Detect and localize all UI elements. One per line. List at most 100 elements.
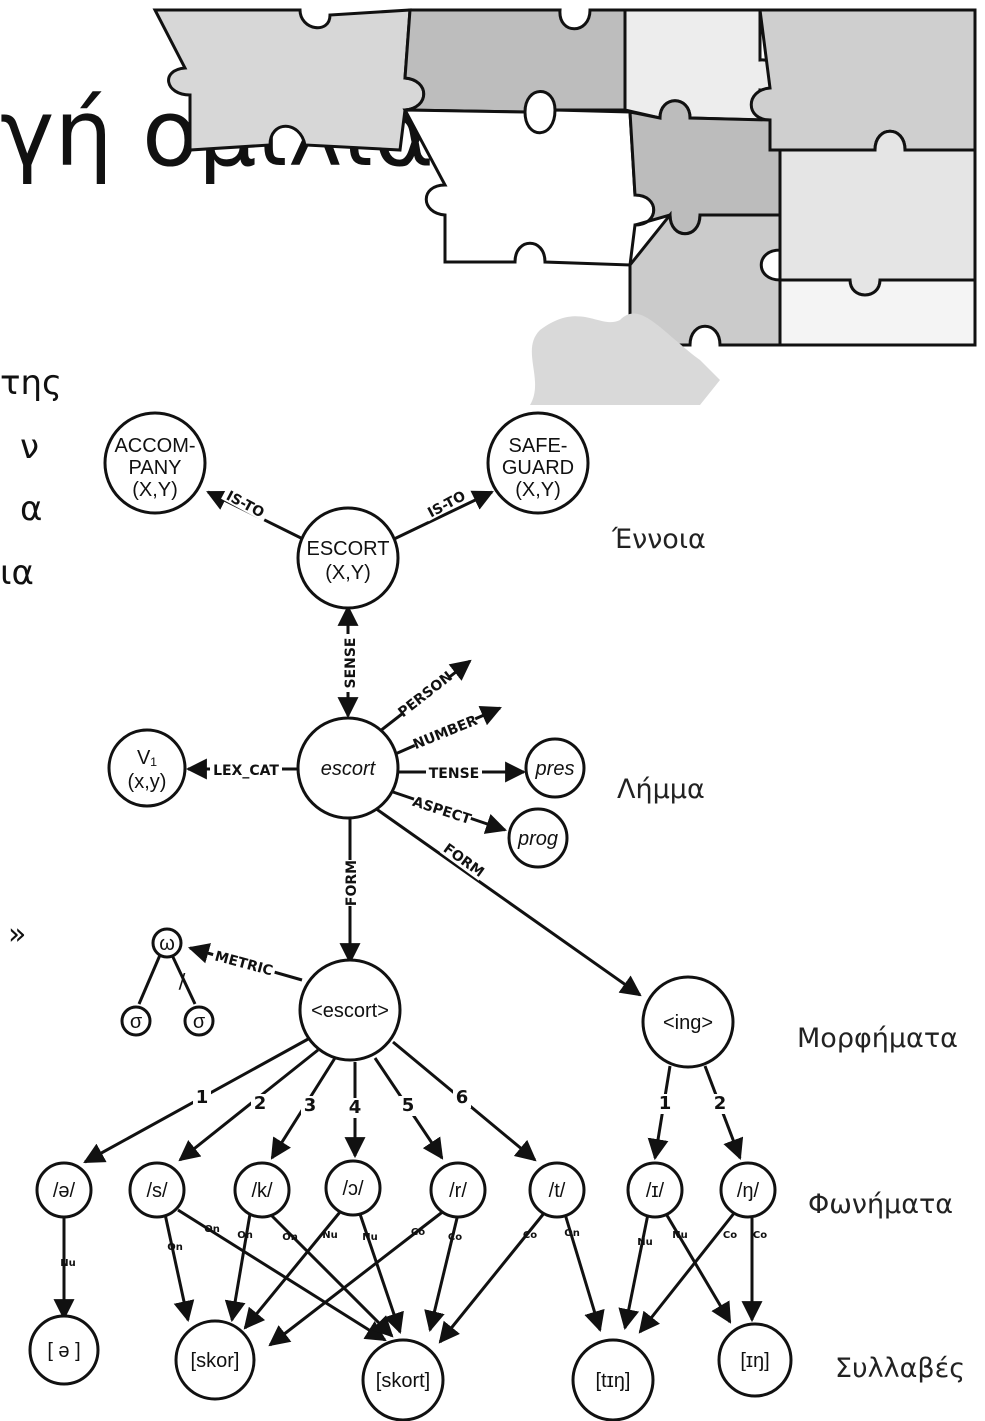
label-number: NUMBER [411,713,480,753]
order-labels: 1 2 3 4 5 6 1 2 [193,1087,729,1118]
order-label-6: 6 [456,1087,469,1108]
role-label-nu-schwa: Nu [60,1258,76,1269]
order-label-2: 2 [254,1093,267,1114]
svg-text:/s/: /s/ [146,1180,168,1202]
role-label-on-k1: On [237,1230,253,1241]
puzzle-piece-2 [403,8,627,114]
syllable-role-labels: Nu On On On On Nu Nu Co Co Co On Nu Nu C… [60,1224,767,1269]
svg-text:pres: pres [535,758,575,780]
label-lex-cat: LEX_CAT [213,763,279,779]
edge-k-skort [268,1212,394,1338]
label-metric: METRIC [213,949,274,980]
node-sigma-2: σ [183,1005,215,1037]
role-label-co-ng1: Co [723,1230,737,1241]
svg-text:<ing>: <ing> [663,1012,713,1034]
order-label-4: 4 [349,1097,362,1118]
label-metric-slash: / [179,969,186,993]
role-label-nu-o2: Nu [362,1232,378,1243]
node-syllable-skor: [skor] [174,1319,256,1401]
label-tense: TENSE [429,766,479,782]
level-label-syllables: Συλλαβές [835,1353,965,1384]
node-syllable-ting: [tɪŋ] [571,1338,655,1421]
node-syllable-schwa: [ ə ] [28,1314,100,1386]
svg-text:/ə/: /ə/ [53,1180,76,1202]
svg-text:σ: σ [193,1011,206,1033]
svg-text:ESCORT: ESCORT [307,538,390,560]
svg-text:/ŋ/: /ŋ/ [737,1180,760,1202]
label-sense: SENSE [343,637,359,688]
svg-text:<escort>: <escort> [311,1000,389,1022]
puzzle-decoration [152,8,977,405]
node-phoneme-schwa: /ə/ [35,1161,93,1219]
role-label-co-ng2: Co [753,1230,767,1241]
edge-escort-safeguard [391,490,494,542]
role-label-on-k2: On [282,1232,298,1243]
svg-text:(X,Y): (X,Y) [515,479,561,501]
edge-omega-sigma-1 [137,954,162,1005]
svg-text:V₁: V₁ [137,747,157,769]
svg-text:PANY: PANY [129,457,182,479]
bullet-fragment-4: ια [0,553,34,593]
edge-i-ing [663,1211,732,1324]
svg-text:ACCOM-: ACCOM- [114,435,195,457]
node-pres: pres [524,737,586,799]
node-phoneme-ng: /ŋ/ [719,1161,777,1219]
svg-text:/r/: /r/ [449,1180,467,1202]
order-label-ing-1: 1 [659,1093,672,1114]
svg-text:prog: prog [517,828,558,850]
role-label-nu-o1: Nu [322,1230,338,1241]
edge-s-skort [177,1208,387,1342]
node-safeguard: SAFE- GUARD (X,Y) [486,411,590,515]
svg-text:GUARD: GUARD [502,457,574,479]
node-omega: ω [151,927,183,959]
edge-r-skort [424,1213,460,1333]
puzzle-piece-4 [749,8,977,152]
puzzle-piece-loose [530,313,720,405]
edge-order-2 [178,1048,319,1162]
role-label-co-t: Co [523,1230,537,1241]
label-is-to-right: IS-TO [425,488,468,521]
role-label-co-r1: Co [411,1227,425,1238]
label-form-escort: FORM [344,860,360,906]
level-label-phonemes: Φωνήματα [808,1189,953,1220]
node-phoneme-k: /k/ [233,1161,291,1219]
label-is-to-left: IS-TO [223,488,266,521]
level-label-concept: Έννοια [611,524,706,555]
label-form-ing: FORM [440,841,487,881]
node-v1: V₁ (x,y) [107,728,187,808]
svg-text:(x,y): (x,y) [128,771,167,793]
role-label-nu-i2: Nu [672,1230,688,1241]
level-label-lemma: Λήμμα [617,774,705,805]
edge-ng-ting [638,1211,737,1334]
svg-text:SAFE-: SAFE- [509,435,568,457]
svg-text:ω: ω [159,933,175,955]
bullet-fragment-2: ν [20,427,39,467]
role-label-on-s2: On [204,1224,220,1235]
svg-text:[skor]: [skor] [191,1350,240,1372]
node-phoneme-open-o: /ɔ/ [324,1159,382,1217]
svg-text:escort: escort [321,758,377,780]
node-prog: prog [507,807,569,869]
edge-form-ing [374,806,642,997]
svg-text:/t/: /t/ [549,1180,566,1202]
svg-text:[tɪŋ]: [tɪŋ] [596,1370,631,1392]
node-phoneme-t: /t/ [528,1161,586,1219]
node-syllable-ing: [ɪŋ] [717,1322,793,1398]
edge-t-skort [438,1211,547,1344]
svg-text:σ: σ [130,1011,143,1033]
svg-text:/ɪ/: /ɪ/ [646,1180,665,1202]
puzzle-piece-9 [778,278,977,347]
puzzle-piece-8 [628,210,782,347]
node-sigma-1: σ [120,1005,152,1037]
svg-text:/k/: /k/ [251,1180,273,1202]
edge-k-skor [224,1213,252,1323]
node-phoneme-i: /ɪ/ [626,1161,684,1219]
role-label-co-r2: Co [448,1232,462,1243]
svg-text:[ ə ]: [ ə ] [47,1340,80,1362]
bullet-fragment-3: α [20,489,43,529]
role-label-nu-i: Nu [637,1237,653,1248]
puzzle-piece-7 [759,129,977,297]
node-escort-morph: <escort> [298,958,402,1062]
label-aspect: ASPECT [410,794,473,828]
